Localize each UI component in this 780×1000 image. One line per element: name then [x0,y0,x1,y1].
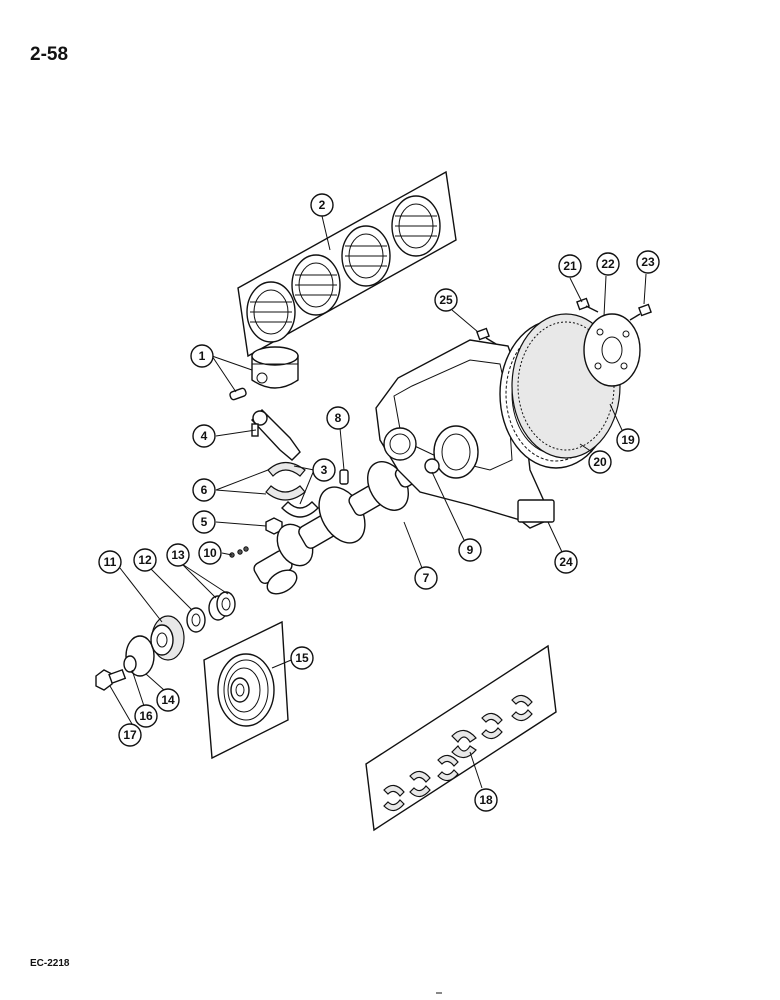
bearing-shell-lower [265,485,306,501]
key-pins [229,546,249,558]
callout: 17 [118,723,142,747]
callout-label: 20 [593,455,607,469]
retaining-ring [125,635,155,677]
callout-label: 2 [319,198,326,212]
callout-label: 3 [321,463,328,477]
callout: 9 [458,538,482,562]
callout-label: 11 [104,555,117,569]
figure-reference-code: EC-2218 [30,958,70,969]
rod-cap [281,501,319,518]
adapter-plate [583,313,641,387]
callout-label: 10 [203,546,217,560]
main-bearing-shells [383,694,533,812]
callout: 24 [554,550,578,574]
callout: 8 [326,406,350,430]
pulley-panel [203,620,289,760]
leader-lines [109,215,647,789]
callout: 12 [133,548,157,572]
connecting-rod [251,409,301,461]
callout: 11 [98,550,122,574]
thrust-washers [208,591,236,621]
callout: 7 [414,566,438,590]
callout-label: 18 [479,793,493,807]
callout: 6 [192,478,216,502]
crankshaft-pulley [217,653,275,727]
callout: 14 [156,688,180,712]
callout: 2 [310,193,334,217]
callout: 22 [596,252,620,276]
callout: 21 [558,254,582,278]
callout-label: 4 [201,429,208,443]
callout-label: 8 [335,411,342,425]
piston-ring-set [291,254,341,316]
piston-ring-set [246,281,296,343]
callout-label: 17 [123,728,137,742]
callout: 25 [434,288,458,312]
flywheel-bolt [576,297,599,313]
callout-label: 15 [295,651,309,665]
piston-ring-panel [237,170,457,358]
callout-label: 23 [641,255,655,269]
callout: 15 [290,646,314,670]
callout-label: 13 [171,548,185,562]
callout-label: 12 [138,553,152,567]
callout-label: 24 [559,555,573,569]
plate-bolt [629,303,652,321]
callout-label: 5 [201,515,208,529]
callout-label: 6 [201,483,208,497]
crankshaft-gear [150,615,185,661]
callout: 23 [636,250,660,274]
callout: 20 [588,450,612,474]
front-bolt [95,668,127,691]
front-spacer [186,607,206,633]
callout: 3 [312,458,336,482]
callout: 18 [474,788,498,812]
callout: 19 [616,428,640,452]
piston-ring-set [341,225,391,287]
main-bearing-panel [365,644,557,832]
housing-bolt [476,327,497,345]
callout: 10 [198,541,222,565]
callout-label: 9 [467,543,474,557]
page-number: 2-58 [30,44,69,65]
bearing-shell-upper [267,461,306,477]
callout: 13 [166,543,190,567]
dowel-pin [339,469,349,485]
callout-label: 14 [161,693,175,707]
callout: 16 [134,704,158,728]
callout-label: 21 [563,259,577,273]
callout-label: 19 [621,433,635,447]
bolt-washer [123,655,137,673]
piston [251,346,299,389]
callout: 1 [190,344,214,368]
callout-label: 1 [199,349,206,363]
callout-label: 7 [423,571,430,585]
piston-ring-set [391,195,441,257]
callout-label: 25 [439,293,453,307]
callout-label: 16 [139,709,153,723]
piston-pin [229,387,247,401]
callout: 5 [192,510,216,534]
callout-label: 22 [601,257,615,271]
callout: 4 [192,424,216,448]
